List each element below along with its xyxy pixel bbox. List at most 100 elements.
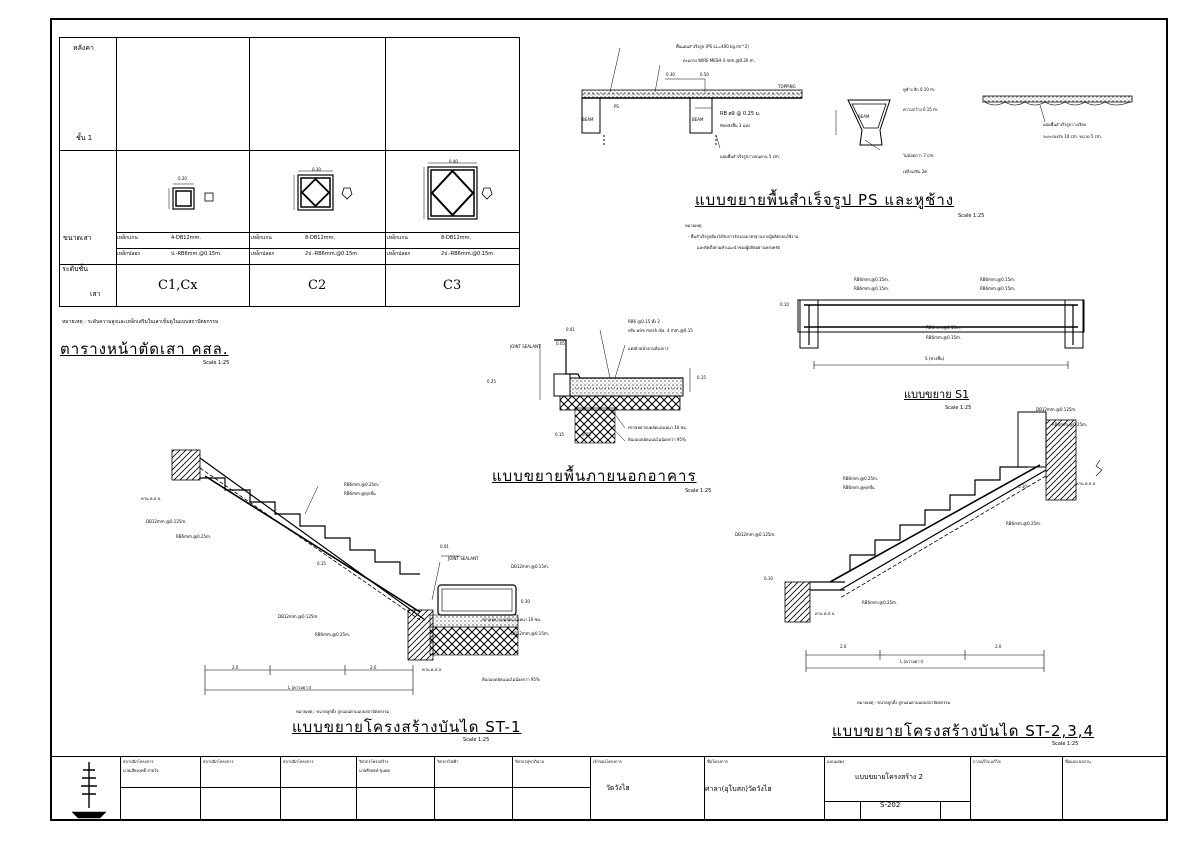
st2-span: L (ความยาว) xyxy=(900,659,924,664)
st1-rb-top1: RB6mm.@0.25m. xyxy=(344,482,380,487)
s1-slab-detail xyxy=(797,299,1085,369)
tb-v4: นายธีรพงษ์ ขุนพล xyxy=(359,768,390,773)
st2-rb1: RB6mm.@0.25m. xyxy=(843,476,879,481)
st1-rb-bot: RB6mm.@0.25m. xyxy=(315,632,351,637)
st1-title: แบบขยายโครงสร้างบันได ST-1 xyxy=(292,718,522,736)
st2-d2: 2.0 xyxy=(995,644,1002,649)
ps-note-title: หมายเหตุ xyxy=(685,223,702,228)
ps-beam-ear: BEAM xyxy=(858,114,870,119)
ps-dim1: 0.30 xyxy=(666,72,675,77)
c3-tie-val: 2ป.-RB6mm.@0.15m. xyxy=(441,251,495,257)
ext-title: แบบขยายพื้นภายนอกอาคาร xyxy=(492,467,697,485)
st2-db-left: DB12mm.@0.125m. xyxy=(735,532,776,537)
st1-d1: 2.0 xyxy=(232,665,239,670)
st1-db-bot: DB12mm.@0.125m. xyxy=(278,614,319,619)
schedule-scale: Scale 1:25 xyxy=(203,360,230,366)
tb-h4: วิศวกรโครงสร้าง xyxy=(359,759,389,764)
tb-h6: วิศวกรสุขาภิบาล xyxy=(515,759,544,764)
ps-note1: - พื้นสำเร็จรูปต้องได้รับการรับรองมาตรฐา… xyxy=(688,234,799,239)
s1-r3: RB6mm.@0.15m. xyxy=(980,277,1016,282)
column-schedule-table xyxy=(59,37,520,307)
st2-rb2: RB6mm.@ทุกขั้น xyxy=(843,485,875,490)
s1-thk: 0.10 xyxy=(780,302,789,307)
row-floor1: ชั้น 1 xyxy=(76,134,93,142)
ps-mesh: แผ่นพื้นสำเร็จรูปวางเรียบ xyxy=(1043,122,1087,127)
ps-ear2: ความกว้าง 0.15 m. xyxy=(903,107,939,112)
exterior-floor-detail xyxy=(539,329,691,444)
s1-r4: RB6mm.@0.15m. xyxy=(980,286,1016,291)
st1-db-r: DB12mm.@0.15m. xyxy=(511,564,550,569)
st1-sand: ทรายหยาบบดอัดแน่นหนา 10 ซม. xyxy=(482,617,542,622)
st2-note: หมายเหตุ : ขนาดลูกตั้ง ลูกนอนตามแบบสถาปั… xyxy=(857,700,951,705)
s1-r5: RB6mm.@0.15m. xyxy=(926,325,962,330)
st1-joint: JOINT SEALANT xyxy=(448,556,479,561)
ext-d01: 0.01 xyxy=(566,327,575,332)
ps-mesh2: ระยะรองรับ 10 cm. ขนาด 5 cm. xyxy=(1043,134,1103,139)
ps-ear3: ไม่น้อยกว่า 7 cm. xyxy=(903,153,935,158)
tb-h7: เจ้าของโครงการ xyxy=(593,759,622,764)
schedule-note: หมายเหตุ : ระดับความสูงและเหล็กเสริมในเส… xyxy=(62,319,219,325)
column-section-c2 xyxy=(293,170,353,211)
ext-d25b: 0.25 xyxy=(582,432,591,437)
column-section-c3 xyxy=(423,162,493,220)
st1-rb-top2: RB6mm.@ทุกขั้น xyxy=(344,491,376,496)
schedule-title: ตารางหน้าตัดเสา คสล. xyxy=(60,340,229,358)
ps-label: PS xyxy=(614,104,619,109)
row-roof: หลังคา xyxy=(73,44,94,52)
tb-h8: ชื่อโครงการ xyxy=(707,759,728,764)
ext-d15a: 0.15 xyxy=(697,375,706,380)
st2-thk-bot: 0.10 xyxy=(764,576,773,581)
ps-hook: แผ่นพื้นสำเร็จรูปวางบนคาน 5 cm. xyxy=(720,154,781,159)
c3-main-label: เหล็กแกน xyxy=(387,235,408,241)
c2-tie-label: เหล็กปลอก xyxy=(251,251,275,257)
st2-title: แบบขยายโครงสร้างบันได ST-2,3,4 xyxy=(832,722,1095,740)
ps-corbel-detail xyxy=(835,99,891,151)
st1-note: หมายเหตุ : ขนาดลูกตั้ง ลูกนอนตามแบบสถาปั… xyxy=(296,709,390,714)
ps-ear1: หูช้าง ลึก 0.10 m. xyxy=(903,87,936,92)
ext-scale: Scale 1:25 xyxy=(685,488,712,494)
row-col: เสา xyxy=(90,290,101,298)
ext-rb2: หรือ wire mesh dia. 4 mm.@0.15 xyxy=(628,328,693,333)
s1-r6: RB6mm.@0.15m. xyxy=(926,335,962,340)
tb-h10: การแก้ไข แก้ไข xyxy=(973,759,1001,764)
column-section-c1 xyxy=(168,183,214,210)
row-size: ขนาดเสา xyxy=(63,234,92,242)
col-c2: C2 xyxy=(308,278,327,293)
s1-span: S (ช่วงพื้น) xyxy=(925,356,945,361)
ext-soil: ดินถมบดอัดแน่นไม่น้อยกว่า 95% xyxy=(628,437,686,442)
tb-owner: วัดวังไฮ xyxy=(606,784,630,792)
ps-beam-right: BEAM xyxy=(692,117,704,122)
ps-rb: RB ø9 @ 0.25 ม. xyxy=(720,111,761,117)
ps-topping: TOPPING xyxy=(778,84,796,89)
tb-drawing: แบบขยายโครงสร้าง 2 xyxy=(855,773,923,781)
st1-soil: ดินถมบดอัดแน่นไม่น้อยกว่า 95% xyxy=(482,677,540,682)
st2-rb-top: RB6mm.@0.25m. xyxy=(1052,422,1088,427)
st2-d1: 2.0 xyxy=(840,644,847,649)
st2-thk-top: 0.10 xyxy=(1018,484,1027,489)
c3-main-val: 8-DB12mm. xyxy=(441,235,471,241)
ps-ear4: เหล็กเสริม 2ø xyxy=(903,169,927,174)
st1-span: L (ความยาว) xyxy=(288,685,312,690)
dim-c3: 0.40 xyxy=(449,159,458,164)
ps-slab-detail xyxy=(581,47,803,149)
c2-main-label: เหล็กแกน xyxy=(251,235,272,241)
col-c1: C1,Cx xyxy=(158,278,198,293)
s1-r1: RB6mm.@0.15m. xyxy=(854,277,890,282)
c1-main-val: 4-DB12mm. xyxy=(171,235,201,241)
st1-beam2: คาน ค.ส.ล. xyxy=(422,667,443,672)
ext-joint: JOINT SEALANT xyxy=(510,344,541,349)
st1-d2: 2.0 xyxy=(370,665,377,670)
st1-rb-left: RB6mm.@0.25m. xyxy=(176,534,212,539)
title-block xyxy=(52,756,1166,820)
c1-tie-val: ป.-RB6mm.@0.15m. xyxy=(171,251,222,257)
st2-beam-r: คาน ค.ส.ล. xyxy=(1076,481,1097,486)
tb-h2: สถาปนิกโครงการ xyxy=(203,759,234,764)
ps-wire: ตะแกรง WIRE MESH 4 mm.@0.20 m. xyxy=(683,58,755,63)
tb-h9: แบบแสดง xyxy=(827,759,845,764)
st2-rb-r: RB6mm.@0.25m. xyxy=(1006,521,1042,526)
ps-beam-left: BEAM xyxy=(582,117,594,122)
tree-logo xyxy=(71,762,107,819)
ps-scale: Scale 1:25 xyxy=(958,213,985,219)
st1-beam: คาน ค.ส.ล. xyxy=(141,496,162,501)
